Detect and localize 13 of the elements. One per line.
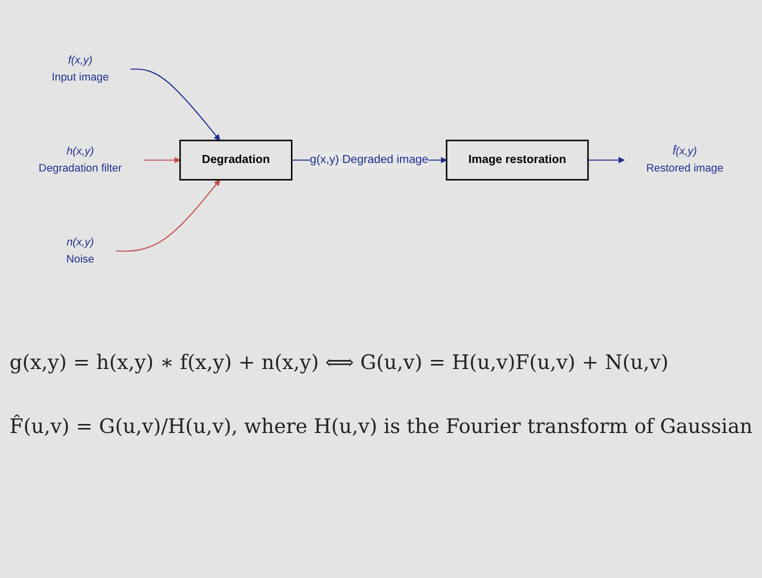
node-box: Image restoration (446, 140, 589, 180)
node-text: h(x,y) Degradation filter (38, 145, 122, 174)
arrow (116, 179, 220, 252)
equation: g(x,y) = h(x,y) ∗ f(x,y) + n(x,y) ⟺ G(u,v) = H(u,v)F(u,v) + N(u,v) (9, 350, 670, 374)
equation: F̂(u,v) = G(u,v)/H(u,v), where H(u,v) is the Fourier transform of Gaussian (9, 414, 753, 438)
node-box: Degradation (179, 140, 292, 180)
arrow (144, 156, 180, 164)
node-text: f(x,y) Input image (52, 54, 109, 83)
arrow (130, 68, 220, 141)
edge-label: g(x,y) Degraded image (310, 153, 428, 166)
node-text: n(x,y) Noise (66, 236, 94, 265)
node-text: f̂(x,y) Restored image (646, 145, 724, 174)
arrow (588, 156, 625, 164)
